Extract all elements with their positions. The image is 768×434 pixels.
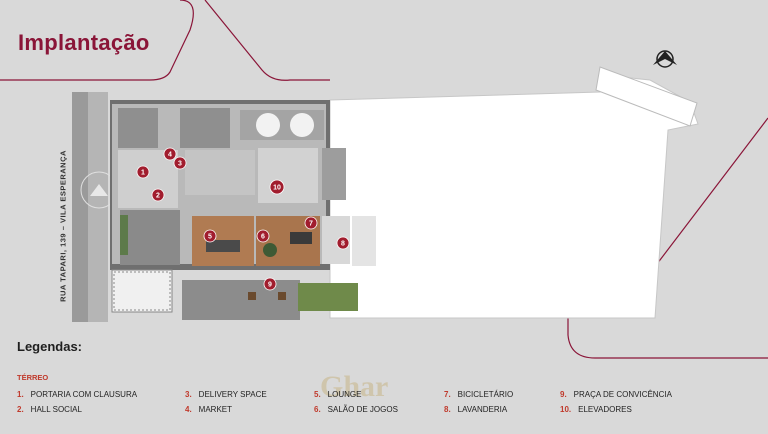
svg-text:7: 7	[309, 221, 313, 228]
svg-text:5: 5	[208, 234, 212, 241]
marker-8: 8	[336, 236, 350, 250]
legend-item-label: ELEVADORES	[578, 405, 632, 414]
north-compass-icon	[653, 50, 677, 68]
legend-item-num: 9.	[560, 390, 567, 399]
legend-item-num: 6.	[314, 405, 321, 414]
legend-item-label: HALL SOCIAL	[30, 405, 82, 414]
legend-item-num: 1.	[17, 390, 24, 399]
legend-item-label: PRAÇA DE CONVICÊNCIA	[573, 390, 672, 399]
legend-item-label: DELIVERY SPACE	[198, 390, 267, 399]
legend-item-label: MARKET	[198, 405, 233, 414]
legend-item-num: 4.	[185, 405, 192, 414]
legend-item: 8. LAVANDERIA	[444, 405, 507, 414]
svg-text:1: 1	[141, 170, 145, 177]
lawn	[298, 283, 358, 311]
svg-text:10: 10	[273, 185, 281, 192]
marker-9: 9	[263, 277, 277, 291]
svg-text:3: 3	[178, 161, 182, 168]
watermark-text: Ghar	[320, 370, 389, 403]
legend-item: 5. LOUNGE	[314, 390, 361, 399]
legend-item-label: LOUNGE	[327, 390, 362, 399]
legend-item-label: SALÃO DE JOGOS	[327, 405, 398, 414]
neighbor-lot	[329, 74, 699, 319]
legend-item: 6. SALÃO DE JOGOS	[314, 405, 398, 414]
svg-text:8: 8	[341, 241, 345, 248]
legend-item: 1. PORTARIA COM CLAUSURA	[17, 390, 137, 399]
legend-item: 4. MARKET	[185, 405, 232, 414]
parking	[111, 269, 173, 313]
legend-item: 2. HALL SOCIAL	[17, 405, 82, 414]
marker-2: 2	[151, 188, 165, 202]
marker-1: 1	[136, 165, 150, 179]
legend-item-label: PORTARIA COM CLAUSURA	[30, 390, 138, 399]
svg-text:2: 2	[156, 193, 160, 200]
legend-item-num: 2.	[17, 405, 24, 414]
marker-7: 7	[304, 216, 318, 230]
page-title: Implantação	[18, 30, 150, 55]
legend-item: 9. PRAÇA DE CONVICÊNCIA	[560, 390, 672, 399]
watermark-logo: Ghar	[320, 370, 388, 404]
svg-text:9: 9	[268, 282, 272, 289]
legend-item-num: 3.	[185, 390, 192, 399]
legend-item-num: 8.	[444, 405, 451, 414]
legend-item-label: LAVANDERIA	[457, 405, 508, 414]
legend-item-num: 5.	[314, 390, 321, 399]
marker-10: 10	[269, 179, 285, 195]
legend-title: Legendas:	[17, 339, 83, 354]
legend-item-label: BICICLETÁRIO	[457, 390, 514, 399]
legend-item: 3. DELIVERY SPACE	[185, 390, 267, 399]
marker-6: 6	[256, 229, 270, 243]
marker-4: 4	[163, 147, 177, 161]
legend-item: 10. ELEVADORES	[560, 405, 632, 414]
marker-5: 5	[203, 229, 217, 243]
legend-item: 7. BICICLETÁRIO	[444, 390, 513, 399]
marker-3: 3	[173, 156, 187, 170]
svg-text:6: 6	[261, 234, 265, 241]
legend-item-num: 7.	[444, 390, 451, 399]
legend-item-num: 10.	[560, 405, 572, 414]
legend-section: TÉRREO	[17, 373, 49, 382]
svg-text:4: 4	[168, 152, 172, 159]
